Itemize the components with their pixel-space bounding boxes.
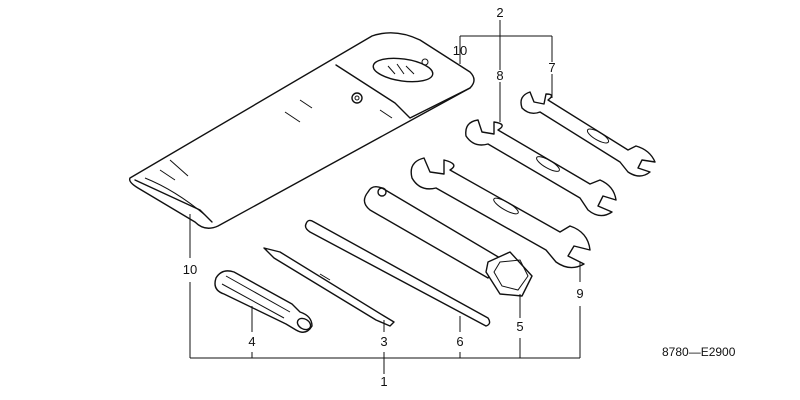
screwdriver-blade	[263, 247, 395, 327]
wrench-large	[410, 157, 591, 269]
socket-wrench	[363, 185, 533, 297]
callout-6: 6	[456, 334, 463, 349]
leader-lines	[189, 20, 581, 374]
callout-10-bag: 10	[453, 43, 467, 58]
drawing-code: 8780—E2900	[662, 345, 736, 359]
callout-9: 9	[576, 286, 583, 301]
wrench-medium	[465, 119, 617, 217]
callout-1: 1	[380, 374, 387, 389]
callout-4: 4	[248, 334, 255, 349]
screwdriver-grip	[214, 270, 313, 333]
handle-bar	[304, 219, 491, 327]
callout-5: 5	[516, 319, 523, 334]
callout-7: 7	[548, 60, 555, 75]
callout-3: 3	[380, 334, 387, 349]
callout-8: 8	[496, 68, 503, 83]
tool-bag	[128, 32, 475, 229]
callout-2: 2	[496, 5, 503, 20]
wrench-small	[520, 91, 656, 177]
callout-10-left: 10	[183, 262, 197, 277]
